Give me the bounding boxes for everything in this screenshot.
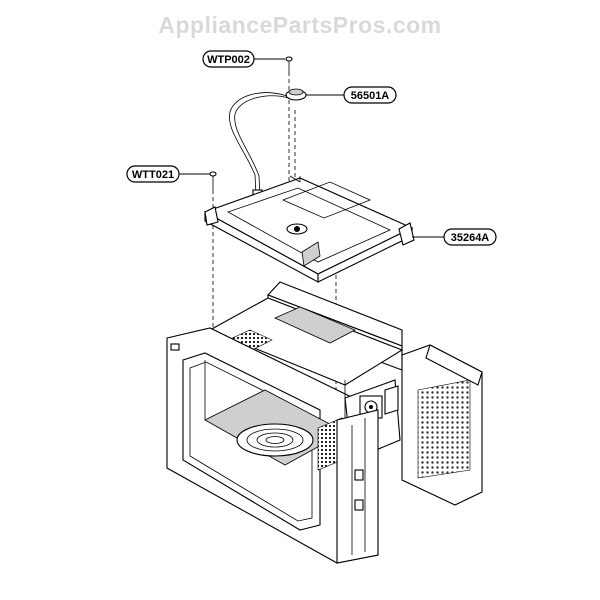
screw-wtp002	[285, 56, 293, 72]
oven-cavity-assembly	[166, 281, 483, 564]
callout-label-56501a: 56501A	[351, 90, 390, 102]
cover-plate-35264a	[203, 175, 415, 283]
callout-35264a: 35264A	[412, 228, 497, 246]
watermark: AppliancePartsPros.com	[158, 12, 441, 38]
screw-wtt021	[209, 171, 217, 190]
callout-label-wtp002: WTP002	[207, 54, 250, 66]
callout-56501a: 56501A	[306, 86, 397, 104]
callout-label-wtt021: WTT021	[132, 169, 174, 181]
callout-wtp002: WTP002	[202, 50, 285, 68]
callout-wtt021: WTT021	[126, 165, 210, 183]
callout-label-35264a: 35264A	[451, 232, 490, 244]
